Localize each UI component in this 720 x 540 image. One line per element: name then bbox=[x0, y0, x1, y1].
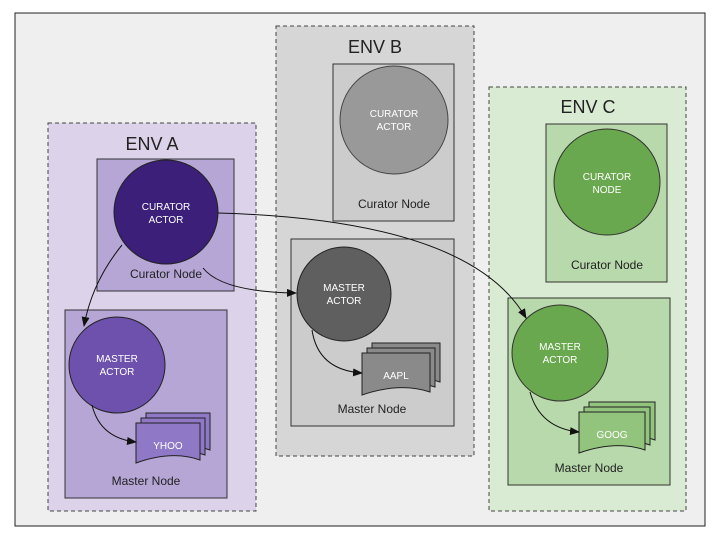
env-c-doc-label: GOOG bbox=[596, 430, 627, 441]
arrow-master-b-to-doc-b bbox=[311, 329, 363, 377]
env-a-document-stack: YHOO bbox=[135, 412, 211, 464]
env-c-curator-actor-label-1: CURATOR bbox=[583, 172, 632, 183]
env-a-master-node-label: Master Node bbox=[112, 474, 181, 488]
env-c-master-actor-label-2: ACTOR bbox=[543, 355, 578, 366]
env-c: ENV C CURATOR NODE Curator Node MASTER A… bbox=[488, 86, 687, 512]
env-c-curator-actor bbox=[553, 128, 661, 236]
env-a-curator-actor-label-1: CURATOR bbox=[142, 202, 191, 213]
env-b-master-actor-label-2: ACTOR bbox=[327, 296, 362, 307]
env-b-master-actor-label-1: MASTER bbox=[323, 283, 365, 294]
env-b-curator-actor-label-2: ACTOR bbox=[377, 122, 412, 133]
arrow-curator-a-to-master-b bbox=[202, 267, 297, 297]
env-b-curator-actor bbox=[339, 65, 449, 175]
env-c-master-actor-label-1: MASTER bbox=[539, 342, 581, 353]
env-a: ENV A CURATOR ACTOR Curator Node MASTER … bbox=[47, 122, 257, 512]
env-c-curator-node-label: Curator Node bbox=[571, 258, 643, 272]
env-c-master-node-label: Master Node bbox=[555, 461, 624, 475]
env-c-document-stack: GOOG bbox=[578, 401, 656, 454]
env-a-curator-actor-label-2: ACTOR bbox=[149, 215, 184, 226]
env-c-curator-actor-label-2: NODE bbox=[593, 185, 622, 196]
env-b-curator-node-label: Curator Node bbox=[358, 197, 430, 211]
env-b-title: ENV B bbox=[348, 37, 402, 57]
env-b-master-node-label: Master Node bbox=[338, 402, 407, 416]
env-a-title: ENV A bbox=[125, 134, 178, 154]
env-b-doc-label: AAPL bbox=[383, 371, 409, 382]
env-a-master-actor-label-1: MASTER bbox=[96, 354, 138, 365]
env-b: ENV B CURATOR ACTOR Curator Node MASTER … bbox=[275, 25, 475, 457]
env-a-master-actor bbox=[68, 316, 166, 414]
env-b-curator-actor-label-1: CURATOR bbox=[370, 109, 419, 120]
arrow-master-a-to-doc-a bbox=[91, 404, 137, 445]
env-a-curator-actor bbox=[113, 159, 219, 265]
env-b-master-actor bbox=[296, 246, 392, 342]
env-c-master-actor bbox=[511, 304, 609, 402]
env-b-document-stack: AAPL bbox=[361, 342, 441, 396]
env-a-doc-label: YHOO bbox=[153, 441, 183, 452]
arrow-curator-a-to-master-c bbox=[217, 212, 527, 319]
env-a-curator-node-label: Curator Node bbox=[130, 267, 202, 281]
arrow-master-c-to-doc-c bbox=[529, 391, 580, 436]
env-a-master-actor-label-2: ACTOR bbox=[100, 367, 135, 378]
env-c-title: ENV C bbox=[560, 97, 615, 117]
arrow-curator-a-to-master-a bbox=[81, 244, 123, 327]
